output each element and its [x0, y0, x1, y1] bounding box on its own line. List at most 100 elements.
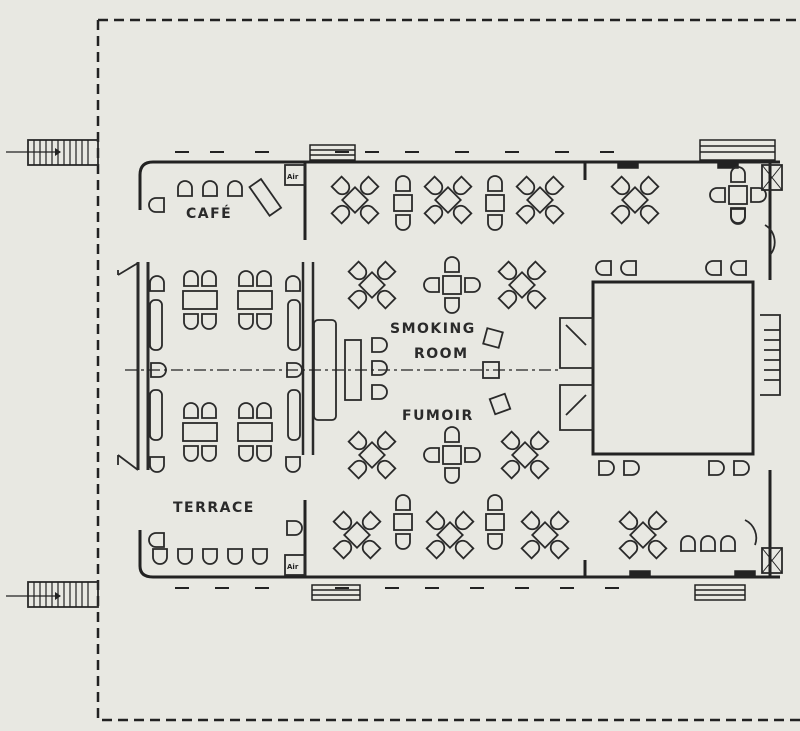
chair	[500, 459, 521, 480]
chair	[376, 260, 397, 281]
chair	[332, 510, 353, 531]
table-square	[442, 275, 462, 295]
chair	[359, 204, 380, 225]
chair	[647, 539, 668, 560]
chair	[227, 180, 243, 197]
chair	[595, 260, 612, 276]
chair	[376, 289, 397, 310]
table-cafe	[237, 290, 273, 310]
table-square	[628, 520, 658, 550]
chair	[487, 214, 503, 231]
chair	[544, 175, 565, 196]
table-square	[442, 445, 462, 465]
chair	[515, 175, 536, 196]
chair	[285, 456, 301, 473]
chair	[750, 187, 767, 203]
chair	[148, 532, 165, 548]
table-square	[728, 185, 748, 205]
chair	[332, 539, 353, 560]
chair	[286, 520, 303, 536]
chair	[620, 260, 637, 276]
chair	[423, 277, 440, 293]
chair	[371, 360, 388, 376]
chair	[183, 402, 199, 419]
table-small	[485, 194, 505, 212]
chair	[526, 260, 547, 281]
chair	[201, 270, 217, 287]
chair	[256, 270, 272, 287]
chair	[730, 166, 746, 183]
chair	[730, 208, 746, 225]
chair-lounge	[488, 392, 512, 416]
air-shaft-bottom	[284, 554, 306, 576]
table-square	[525, 185, 555, 215]
chair	[347, 260, 368, 281]
chair	[238, 445, 254, 462]
table-square	[357, 440, 387, 470]
chair	[423, 204, 444, 225]
table-small	[393, 194, 413, 212]
chair	[202, 180, 218, 197]
label-fumoir: FUMOIR	[402, 408, 474, 424]
table-square	[620, 185, 650, 215]
chair	[347, 459, 368, 480]
air-label-top: Air	[287, 173, 299, 181]
chair	[444, 256, 460, 273]
chair	[425, 539, 446, 560]
chair	[618, 510, 639, 531]
chair	[395, 214, 411, 231]
chair	[149, 456, 165, 473]
chair	[347, 289, 368, 310]
chair	[395, 494, 411, 511]
chair	[183, 270, 199, 287]
chair	[371, 384, 388, 400]
label-cafe: CAFÉ	[186, 205, 232, 222]
chair	[623, 460, 640, 476]
air-shaft-top	[284, 164, 306, 186]
chair	[330, 175, 351, 196]
chair	[238, 270, 254, 287]
windows	[175, 151, 619, 589]
chair	[452, 204, 473, 225]
chair	[598, 460, 615, 476]
chair	[347, 430, 368, 451]
partition-walls	[303, 162, 587, 577]
chair	[520, 510, 541, 531]
table-square	[342, 520, 372, 550]
chair	[177, 180, 193, 197]
chair	[520, 539, 541, 560]
chair	[705, 260, 722, 276]
furniture	[148, 166, 767, 565]
chair	[549, 539, 570, 560]
chair	[709, 187, 726, 203]
table-small	[485, 513, 505, 531]
table-square	[433, 185, 463, 215]
label-smoking: SMOKING	[390, 321, 476, 337]
chair	[423, 447, 440, 463]
chair	[720, 535, 736, 552]
table-square	[510, 440, 540, 470]
chair	[610, 175, 631, 196]
chair	[529, 430, 550, 451]
chair	[183, 313, 199, 330]
chair	[376, 430, 397, 451]
chair	[487, 533, 503, 550]
chair	[487, 494, 503, 511]
chair	[452, 175, 473, 196]
chair	[256, 313, 272, 330]
deck-boundary	[96, 18, 800, 722]
chair	[361, 510, 382, 531]
chair	[647, 510, 668, 531]
wall-top	[138, 160, 780, 210]
chair	[444, 297, 460, 314]
chair	[376, 459, 397, 480]
chair	[150, 362, 167, 378]
chair	[238, 313, 254, 330]
chair	[183, 445, 199, 462]
chair	[500, 430, 521, 451]
label-terrace: TERRACE	[173, 500, 255, 516]
table-square	[507, 270, 537, 300]
chair	[177, 548, 193, 565]
